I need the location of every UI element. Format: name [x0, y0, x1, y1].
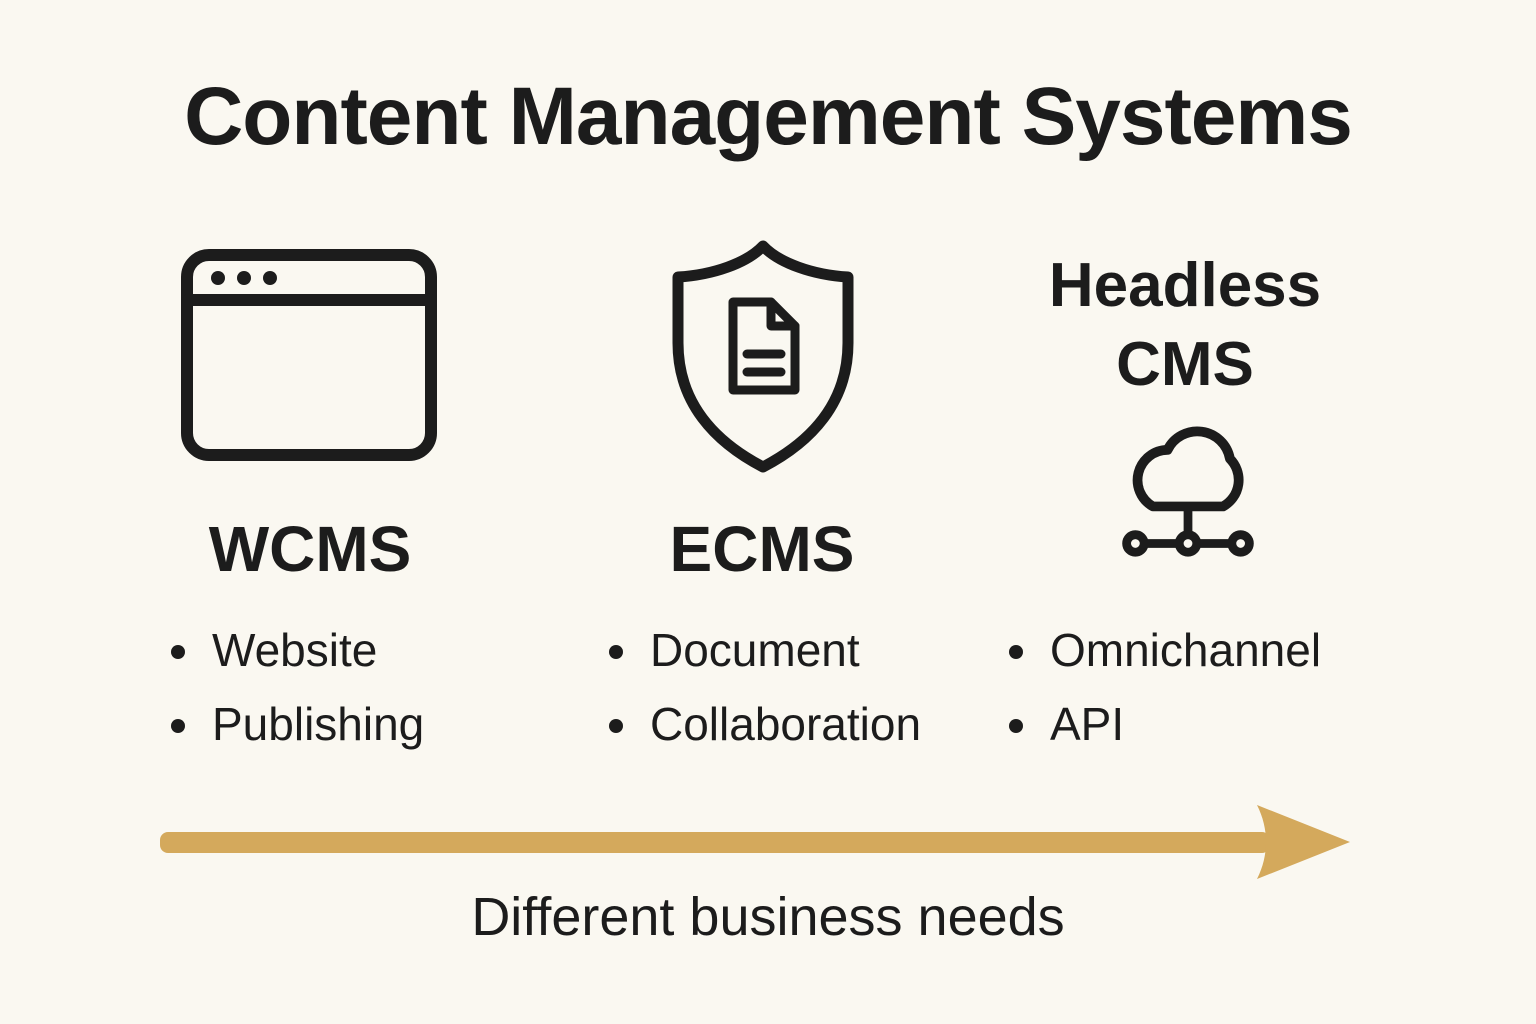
bullet-item: API — [1044, 698, 1321, 750]
spectrum-arrow — [152, 795, 1362, 895]
arrow-caption: Different business needs — [471, 887, 1065, 947]
browser-window-icon — [180, 248, 438, 462]
bullet-item: Publishing — [206, 698, 424, 750]
bullet-item: Omnichannel — [1044, 624, 1321, 676]
headless-bullet-list: Omnichannel API — [1000, 624, 1321, 772]
bullet-item: Website — [206, 624, 424, 676]
wcms-bullet-list: Website Publishing — [162, 624, 424, 772]
wcms-heading: WCMS — [208, 513, 412, 585]
cloud-network-icon — [1112, 410, 1264, 560]
ecms-bullet-list: Document Collaboration — [600, 624, 921, 772]
bullet-item: Collaboration — [644, 698, 921, 750]
ecms-heading: ECMS — [669, 513, 855, 585]
shield-document-icon — [665, 238, 861, 474]
page-title: Content Management Systems — [184, 71, 1353, 162]
headless-cms-heading: Headless CMS — [1048, 251, 1322, 400]
bullet-item: Document — [644, 624, 921, 676]
